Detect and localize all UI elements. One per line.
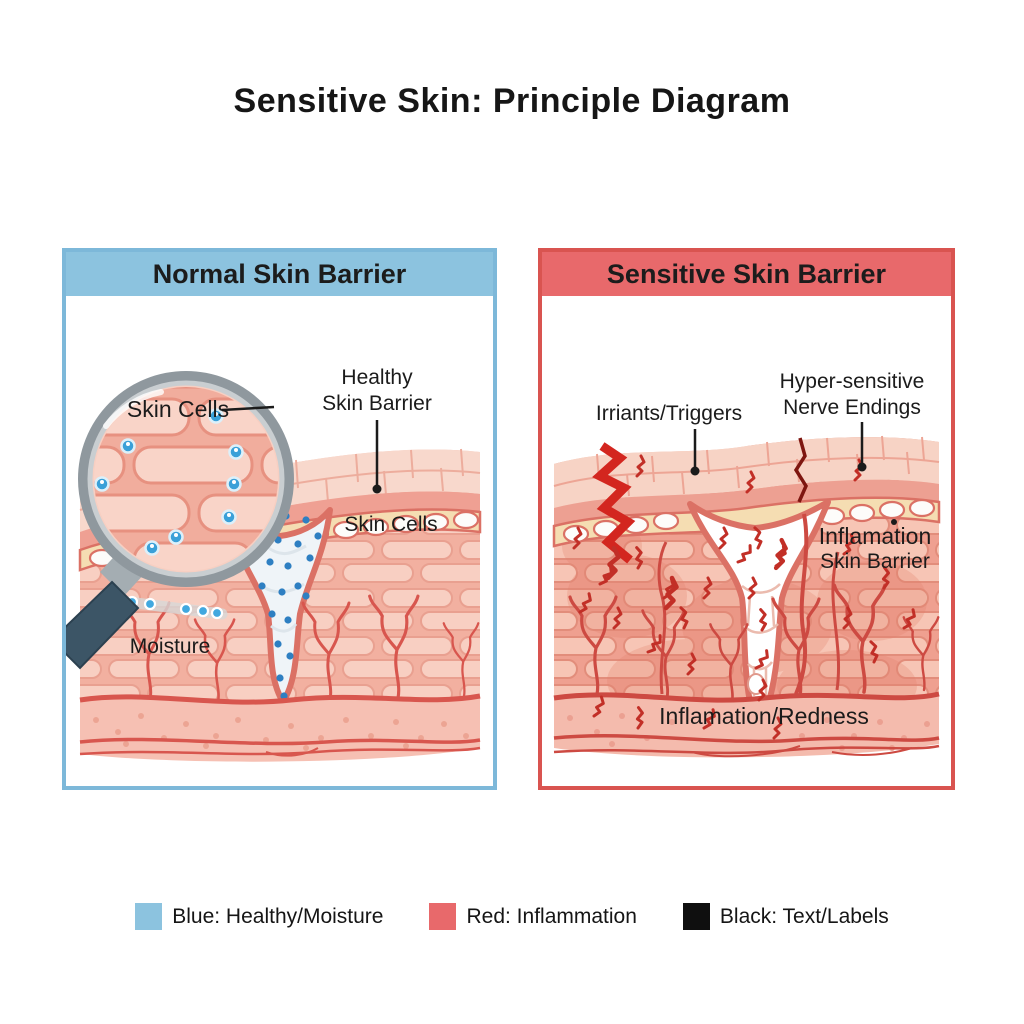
irritants-leader (690, 429, 700, 476)
dermis-speckles (93, 713, 469, 751)
legend-black-label: Black: Text/Labels (719, 904, 889, 928)
label-healthy-skin-barrier: Healthy Skin Barrier (322, 366, 432, 415)
panel-sensitive-skin: Sensitive Skin Barrier (538, 248, 955, 790)
label-inflammation-barrier: Inflamation Skin Barrier (818, 523, 932, 573)
panel-normal-body: Skin Cells Healthy Skin Barrier Skin Cel… (66, 296, 493, 786)
nerve-endings-leader (857, 422, 867, 472)
panel-sensitive-body: Irriants/Triggers Hyper-sensitive Nerve … (542, 296, 951, 786)
legend-blue-label: Blue: Healthy/Moisture (172, 904, 384, 928)
label-moisture: Moisture (129, 635, 211, 658)
skin-cross-section-inflamed (552, 435, 941, 758)
panel-sensitive-title: Sensitive Skin Barrier (606, 258, 887, 289)
legend-item-blue: Blue: Healthy/Moisture (135, 903, 383, 930)
illustration-normal-skin (66, 371, 482, 762)
magnifier-icon (66, 371, 294, 670)
panel-normal-header: Normal Skin Barrier (66, 252, 493, 296)
panel-normal-skin: Normal Skin Barrier (62, 248, 497, 790)
legend: Blue: Healthy/Moisture Red: Inflammation… (0, 903, 1024, 930)
irritant-bolt (592, 442, 636, 564)
dermis-speckles (567, 713, 930, 751)
blue-swatch-icon (135, 903, 163, 930)
lens-content (94, 387, 278, 571)
illustration-sensitive-skin (552, 422, 941, 758)
epidermis-seams (553, 435, 940, 497)
inflammation-leader-dot (891, 519, 897, 525)
legend-item-red: Red: Inflammation (429, 903, 637, 930)
panel-sensitive-header: Sensitive Skin Barrier (542, 252, 951, 296)
dermis (80, 696, 480, 762)
barrier-band-inflamed (554, 479, 939, 526)
healthy-barrier-leader (372, 420, 382, 494)
legend-item-black: Black: Text/Labels (682, 903, 889, 930)
label-skin-cells: Skin Cells (344, 513, 438, 536)
label-inflammation-redness: Inflamation/Redness (659, 703, 869, 729)
lens-moisture-dots (94, 408, 244, 556)
red-swatch-icon (429, 903, 457, 930)
panel-normal-title: Normal Skin Barrier (152, 258, 407, 289)
label-irritants-triggers: Irriants/Triggers (595, 402, 743, 425)
label-nerve-endings: Hyper-sensitive Nerve Endings (779, 370, 925, 419)
label-lens-skin-cells: Skin Cells (126, 396, 230, 422)
barrier-crack (793, 437, 808, 503)
page-title: Sensitive Skin: Principle Diagram (233, 82, 791, 120)
black-swatch-icon (682, 903, 710, 930)
legend-red-label: Red: Inflammation (466, 904, 637, 928)
dermis-inflamed (554, 694, 939, 758)
